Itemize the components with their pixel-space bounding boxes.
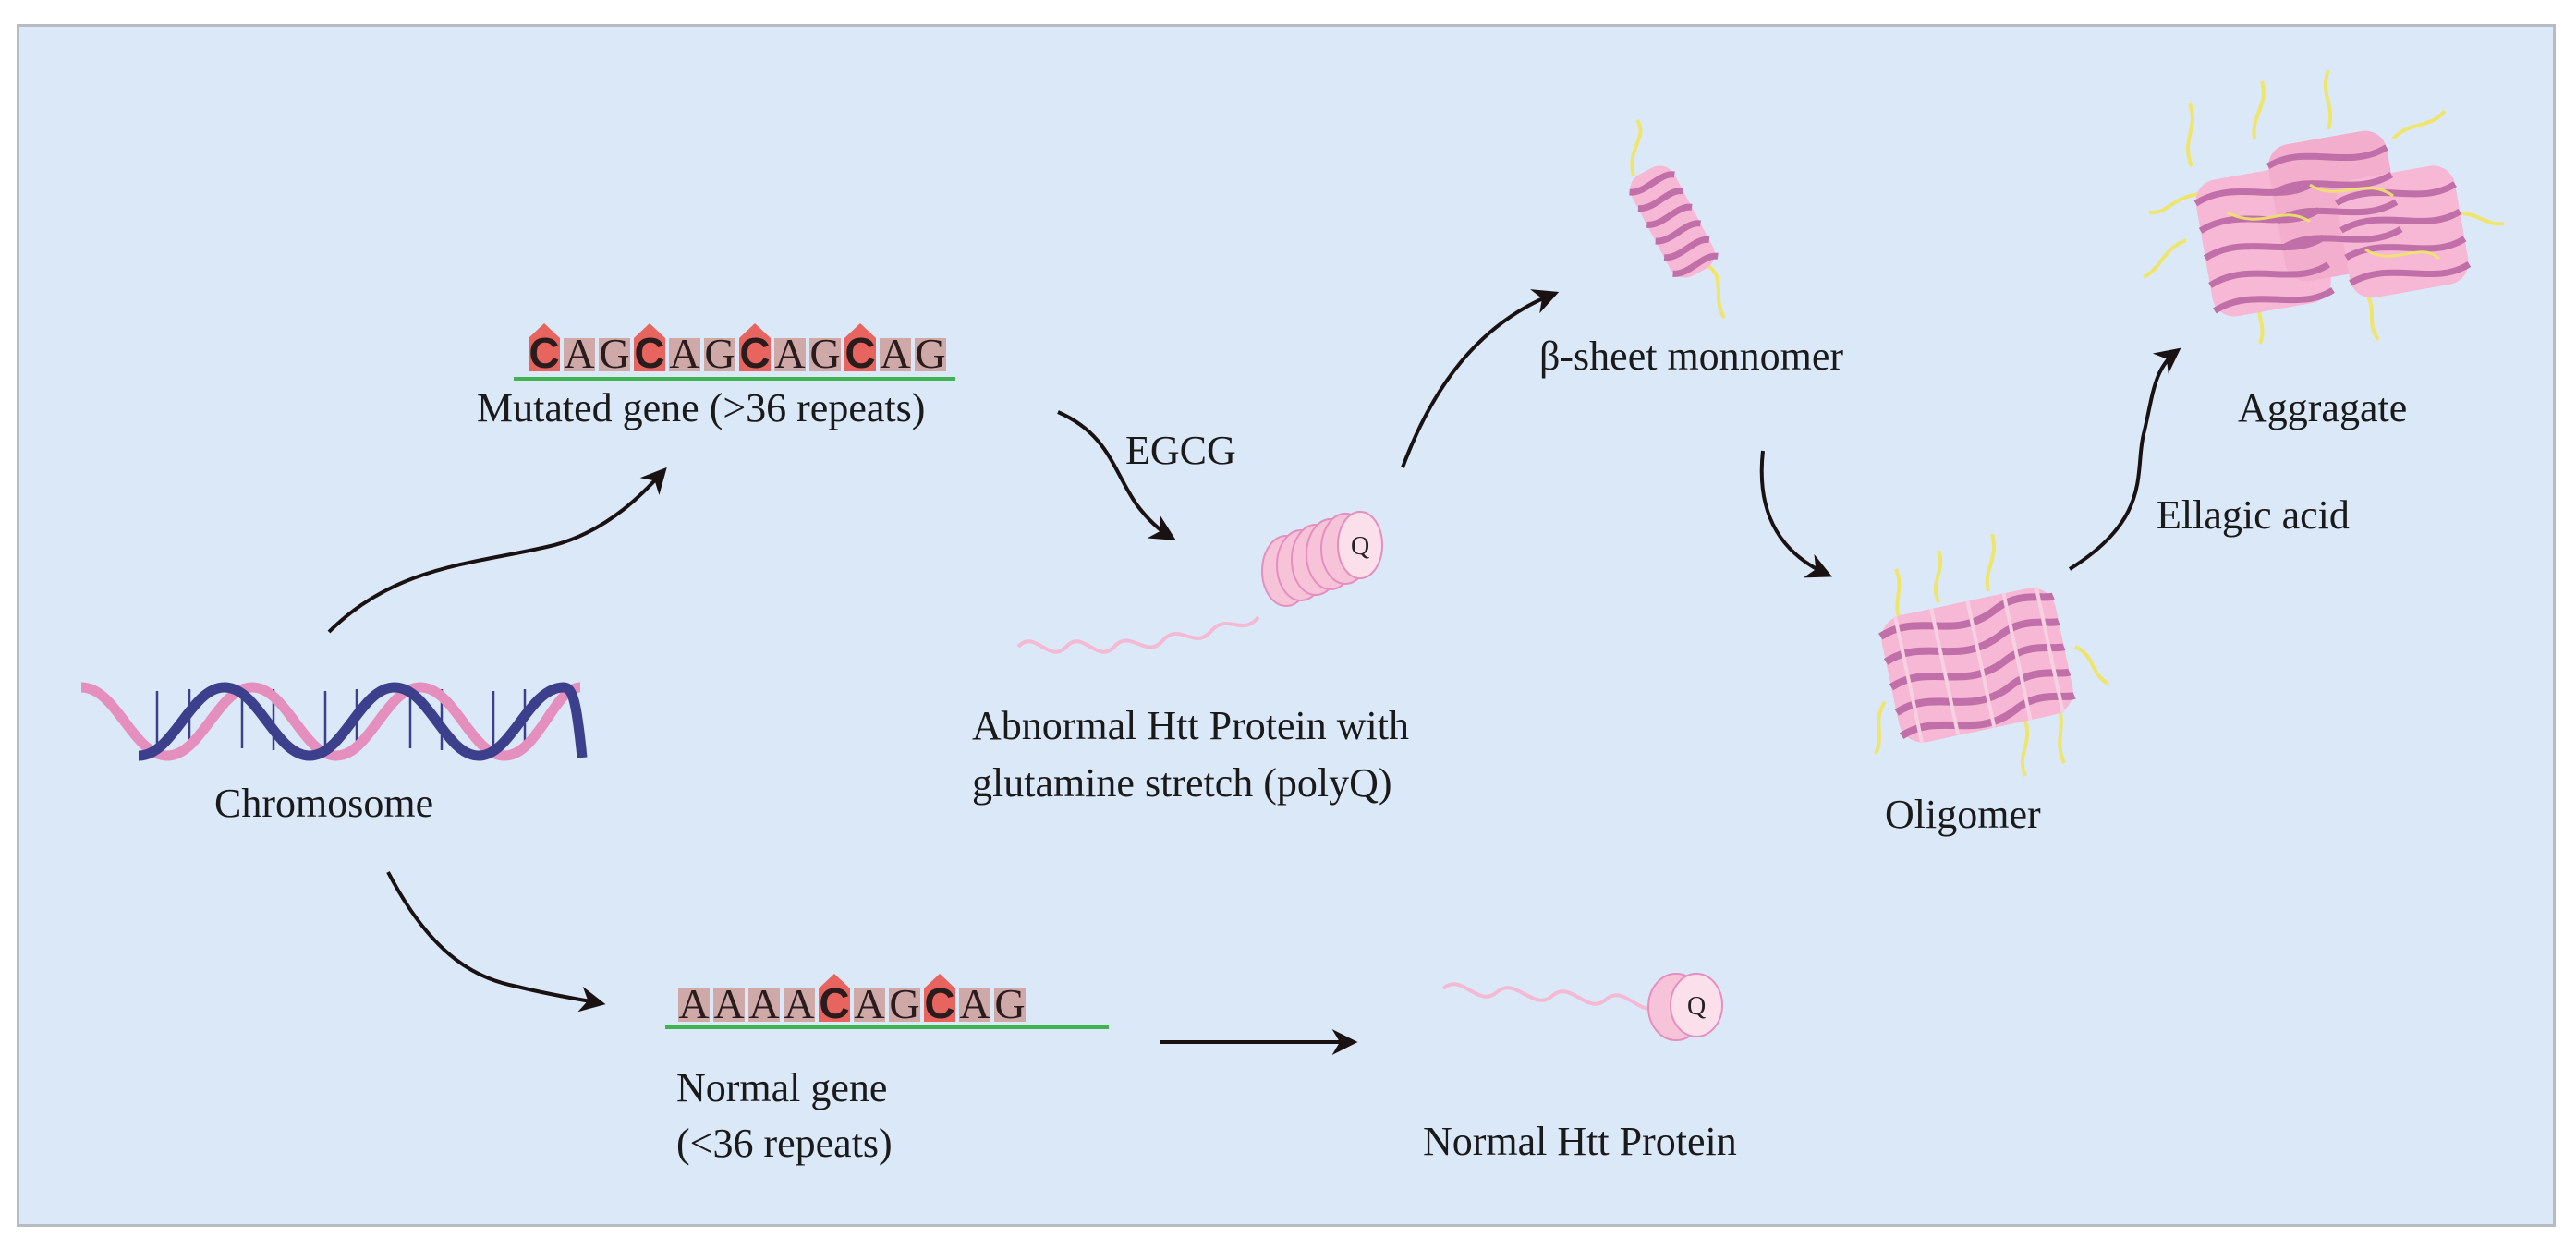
normal-gene-label-line2: (<36 repeats)	[676, 1121, 893, 1166]
normal-seq-box-9	[994, 988, 1026, 1022]
arrow-beta-to-oligomer	[1759, 450, 1833, 578]
mutated-seq-box-10	[880, 338, 911, 371]
arrow-mutated-to-abnormal	[1057, 410, 1176, 540]
normal-seq-box-2	[748, 988, 780, 1022]
mutated-seq-letter-6: C	[739, 329, 770, 377]
normal-seq-letter-2: A	[748, 980, 779, 1027]
mutated-seq-box-4	[669, 338, 700, 371]
normal-seq-letter-8: A	[959, 980, 990, 1027]
aggregate-icon	[2143, 69, 2505, 345]
oligomer-icon	[1874, 533, 2110, 777]
mutated-seq-letter-7: A	[774, 330, 805, 377]
mutated-gene-label: Mutated gene (>36 repeats)	[477, 385, 925, 430]
normal-seq-letter-3: A	[784, 980, 814, 1027]
egcg-label: EGCG	[1125, 428, 1236, 473]
beta-sheet-label: β-sheet monnomer	[1539, 333, 1843, 379]
mutated-seq-box-3	[634, 323, 665, 371]
abnormal-protein-label-line2: glutamine stretch (polyQ)	[972, 760, 1392, 806]
aggregate-label: Aggragate	[2238, 385, 2407, 430]
normal-seq-letter-7: C	[924, 979, 954, 1027]
normal-seq-box-7	[924, 974, 955, 1022]
normal-seq-letter-9: G	[994, 980, 1025, 1027]
ellagic-acid-label: Ellagic acid	[2157, 492, 2350, 538]
normal-q-label: Q	[1687, 992, 1706, 1021]
arrows	[327, 289, 2181, 1055]
abnormal-htt-protein-icon: Q	[1016, 511, 1383, 654]
mutated-seq-letter-0: C	[529, 329, 559, 377]
normal-seq-box-6	[889, 988, 920, 1022]
diagram-frame	[17, 24, 2556, 1227]
arrow-chromosome-to-normal	[386, 871, 606, 1013]
normal-seq-box-4	[819, 974, 850, 1022]
mutated-seq-box-2	[599, 338, 630, 371]
mutated-seq-letter-9: C	[844, 329, 875, 377]
arrow-chromosome-to-mutated	[327, 467, 667, 634]
arrow-abnormal-to-beta	[1401, 289, 1560, 468]
normal-seq-letter-1: A	[713, 980, 744, 1027]
mutated-seq-letter-1: A	[564, 330, 594, 377]
normal-seq-letter-6: G	[889, 980, 919, 1027]
abnormal-protein-label-line1: Abnormal Htt Protein with	[972, 703, 1409, 748]
normal-seq-box-1	[713, 988, 745, 1022]
mutated-seq-box-6	[739, 323, 771, 371]
mutated-seq-box-1	[564, 338, 595, 371]
mutated-seq-box-8	[809, 338, 841, 371]
mutated-seq-box-0	[529, 323, 560, 371]
abnormal-q-label: Q	[1351, 532, 1369, 561]
mutated-seq-letter-11: G	[915, 330, 945, 377]
normal-seq-letter-0: A	[678, 980, 709, 1027]
mutated-seq-box-7	[774, 338, 806, 371]
normal-seq-box-0	[678, 988, 710, 1022]
mutated-seq-box-5	[704, 338, 735, 371]
normal-seq-box-3	[784, 988, 815, 1022]
chromosome-label: Chromosome	[214, 781, 433, 826]
normal-seq-letter-4: C	[819, 979, 849, 1027]
mutated-seq-letter-2: G	[599, 330, 629, 377]
dna-helix-icon	[80, 682, 588, 761]
beta-sheet-monomer-icon	[1629, 118, 1726, 320]
mutated-seq-letter-5: G	[704, 330, 735, 377]
normal-seq-letter-5: A	[854, 980, 884, 1027]
normal-gene-label-line1: Normal gene	[676, 1065, 887, 1110]
mutated-seq-box-9	[844, 323, 876, 371]
mutated-seq-letter-10: A	[880, 330, 910, 377]
normal-htt-protein-icon: Q	[1441, 973, 1723, 1041]
mutated-seq-letter-4: A	[669, 330, 699, 377]
normal-seq-box-5	[854, 988, 885, 1022]
normal-seq-box-8	[959, 988, 990, 1022]
mutated-seq-letter-3: C	[634, 329, 664, 377]
normal-protein-label: Normal Htt Protein	[1423, 1119, 1737, 1164]
mutated-seq-letter-8: G	[809, 330, 840, 377]
arrow-oligomer-to-aggregate	[2068, 347, 2181, 571]
oligomer-label: Oligomer	[1885, 792, 2041, 837]
mutated-seq-box-11	[915, 338, 946, 371]
